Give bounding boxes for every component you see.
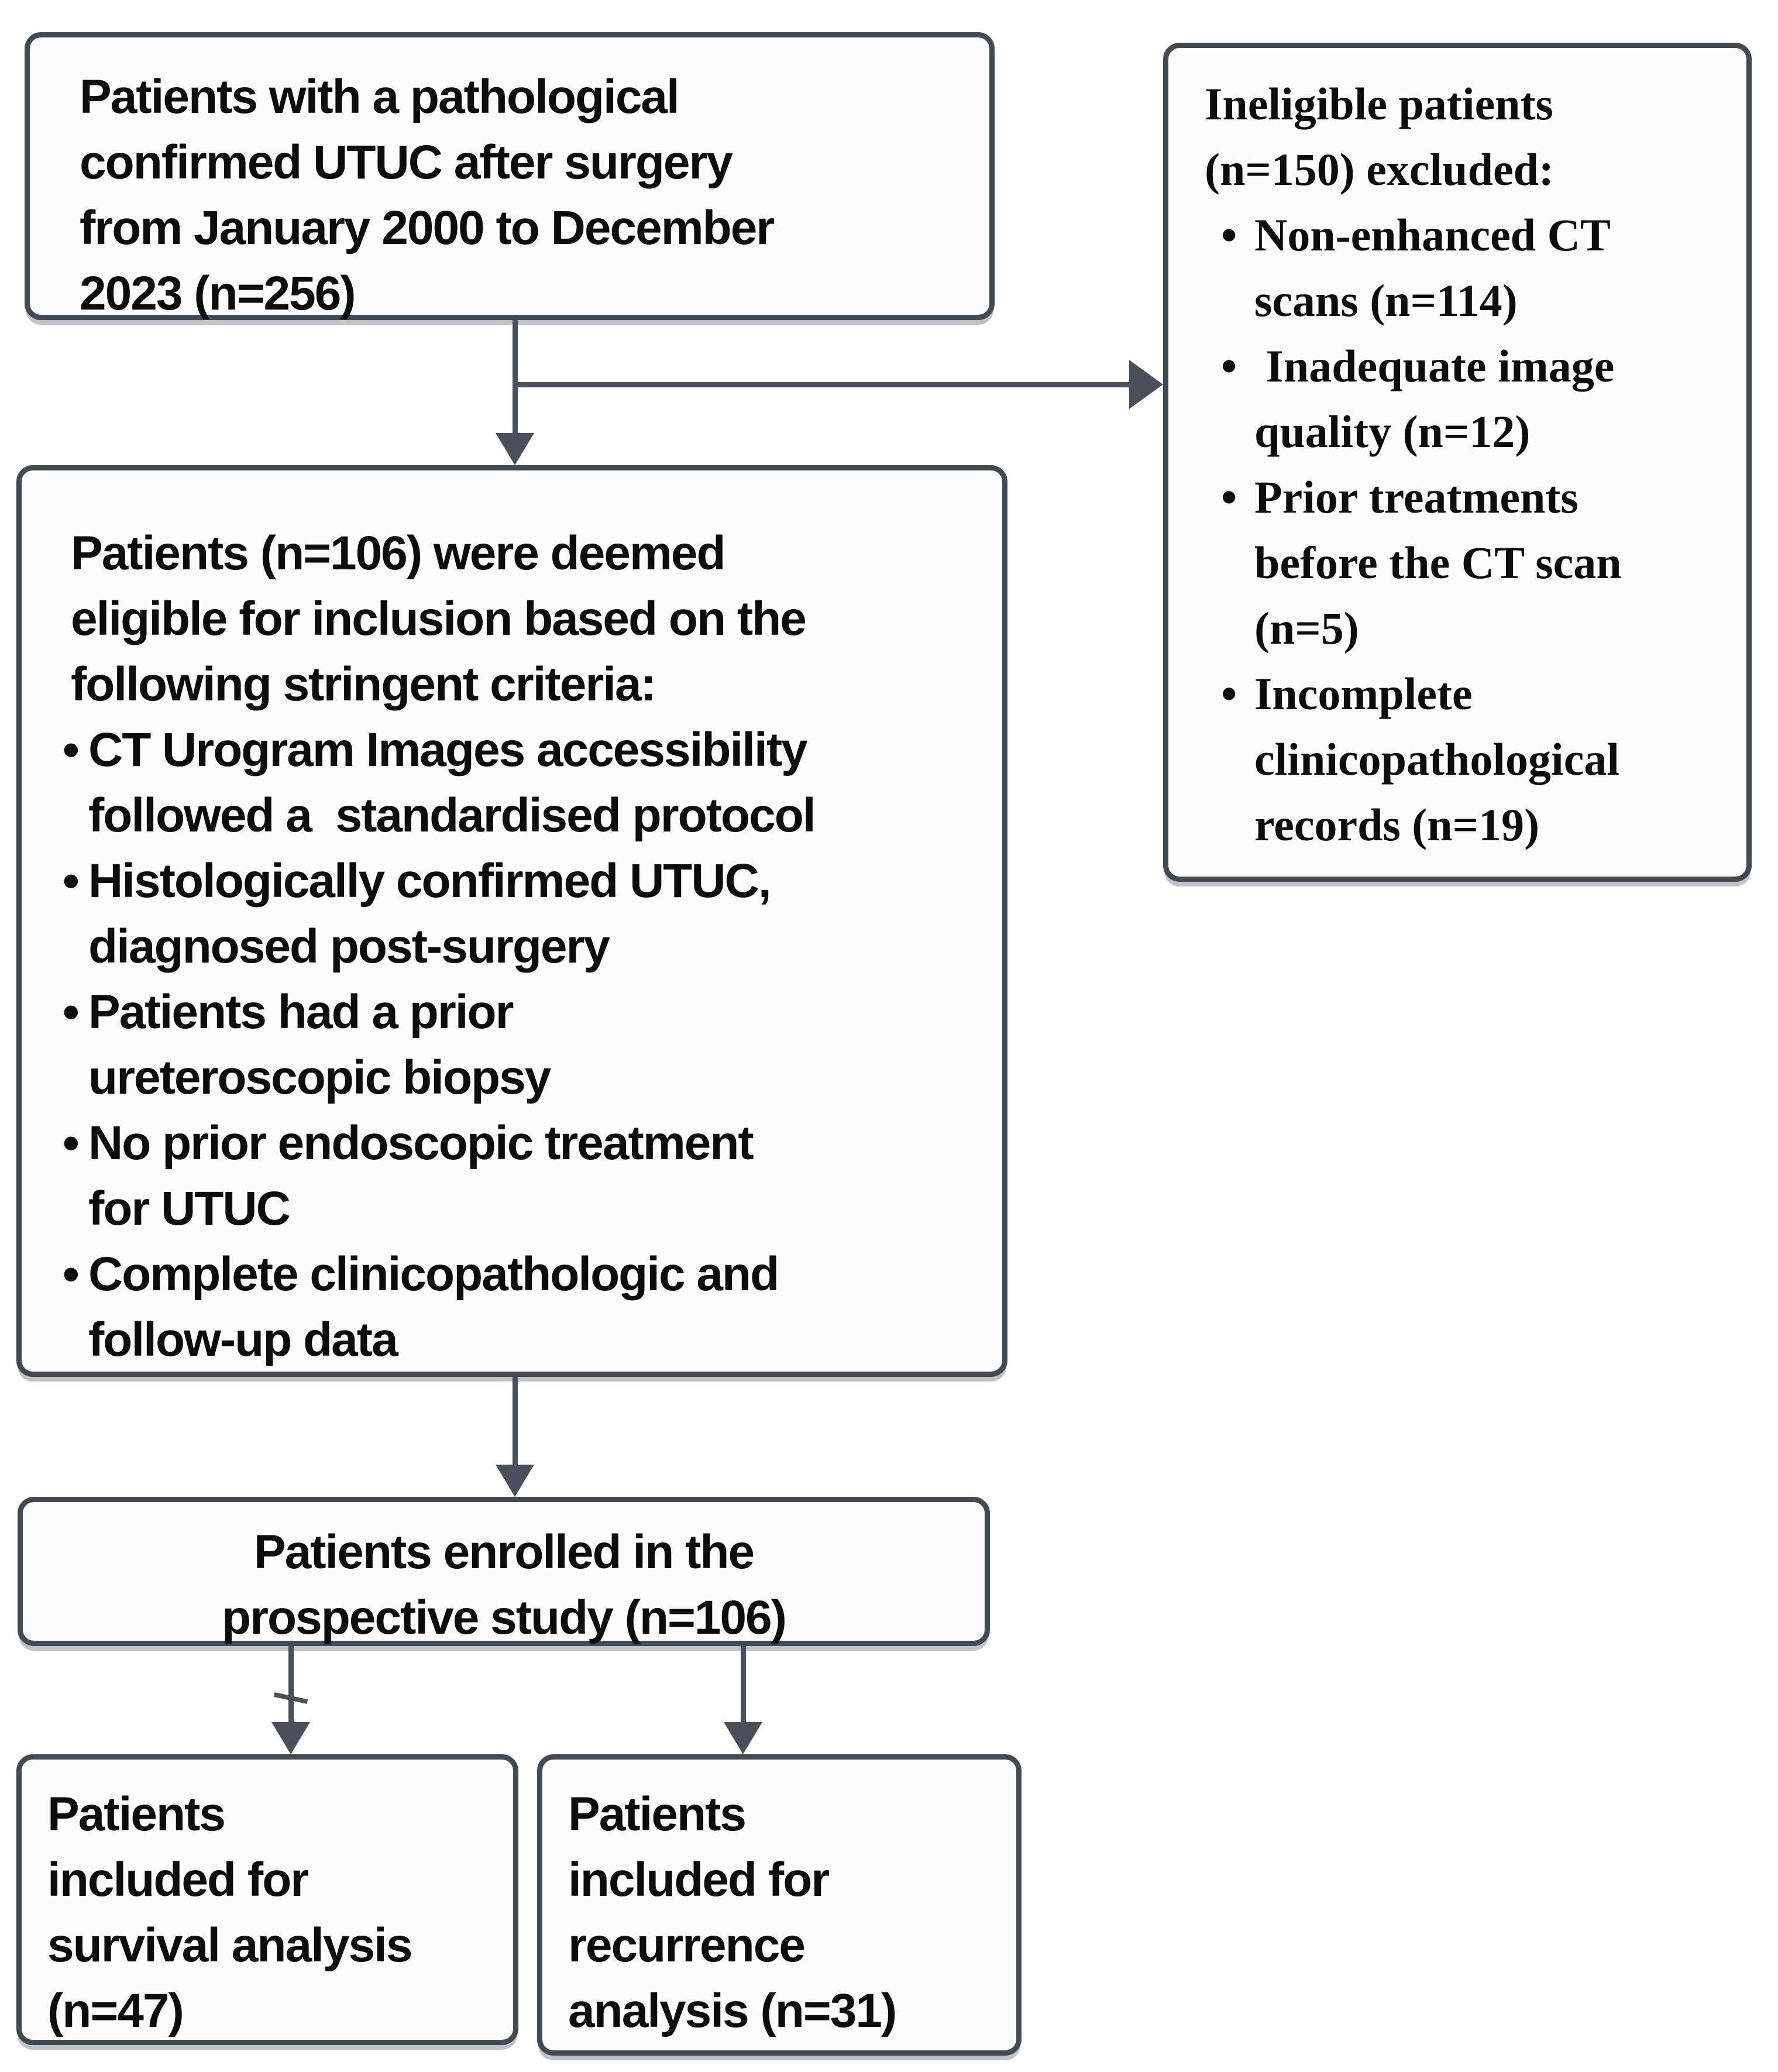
text-line: from January 2000 to December xyxy=(80,201,775,255)
bullet-text: Inadequate image xyxy=(1254,341,1615,391)
arrowhead-down-icon xyxy=(496,433,534,465)
continuation-line: followed a standardised protocol xyxy=(88,789,816,842)
text-line: eligible for inclusion based on the xyxy=(71,592,807,645)
bullet-text: Histologically confirmed UTUC, xyxy=(88,854,772,908)
continuation-line: (n=5) xyxy=(1254,603,1359,654)
continuation-line: quality (n=12) xyxy=(1254,406,1531,457)
bullet-text: Complete clinicopathologic and xyxy=(88,1248,779,1301)
bullet-text: Patients had a prior xyxy=(88,985,514,1039)
continuation-line: clinicopathological xyxy=(1254,734,1619,785)
arrowhead-right-icon xyxy=(1129,360,1163,409)
line-segment xyxy=(513,1377,518,1468)
bullet-icon: • xyxy=(63,985,80,1039)
bullet-icon: • xyxy=(1221,472,1237,523)
bullet-line: • Incomplete xyxy=(1221,661,1729,727)
line-segment xyxy=(288,1646,294,1728)
box-survival-analysis: Patients included for survival analysis (n=… xyxy=(16,1754,518,2045)
bullet-text: Prior treatments xyxy=(1254,472,1578,523)
line-segment xyxy=(741,1646,746,1728)
arrowhead-down-icon xyxy=(496,1465,534,1497)
bullet-line: •Patients had a prior xyxy=(63,980,985,1045)
box-enrolled-text: Patients enrolled in the prospective stud… xyxy=(23,1502,985,1644)
text-line: following stringent criteria: xyxy=(71,658,656,711)
text-line: Patients enrolled in the xyxy=(253,1525,755,1579)
box-recurrence-analysis-text: Patients included for recurrence analysis (… xyxy=(542,1760,1016,2050)
text-line: Patients xyxy=(568,1788,747,1841)
bullet-line: • Non-enhanced CT xyxy=(1221,202,1729,268)
text-line: (n=47) xyxy=(47,1984,184,2037)
text-line: confirmed UTUC after surgery xyxy=(80,136,733,189)
line-segment xyxy=(513,320,518,437)
box-excluded-patients-text: Ineligible patients (n=150) excluded: • Non… xyxy=(1168,48,1746,877)
text-line: recurrence xyxy=(568,1919,806,1972)
bullet-line: •CT Urogram Images accessibility xyxy=(63,717,985,783)
arrowhead-down-icon xyxy=(724,1722,762,1754)
arrowhead-down-icon xyxy=(271,1722,310,1754)
box-survival-analysis-text: Patients included for survival analysis (n=… xyxy=(22,1760,513,2040)
text-line: 2023 (n=256) xyxy=(80,267,356,320)
bullet-icon: • xyxy=(63,1248,80,1301)
box-eligible-criteria: Patients (n=106) were deemed eligible for… xyxy=(16,465,1007,1377)
bullet-text: Non-enhanced CT xyxy=(1254,209,1611,260)
bullet-line: • Prior treatments xyxy=(1221,465,1729,530)
text-line: Ineligible patients xyxy=(1205,78,1553,129)
text-line: included for xyxy=(47,1853,309,1906)
bullet-icon: • xyxy=(63,723,80,776)
continuation-line: records (n=19) xyxy=(1254,799,1540,850)
bullet-icon: • xyxy=(1221,209,1237,260)
bullet-icon: • xyxy=(1221,341,1237,391)
text-line: included for xyxy=(568,1853,830,1906)
bullet-line: • Inadequate image xyxy=(1221,334,1729,399)
continuation-line: scans (n=114) xyxy=(1254,275,1518,326)
box-excluded-patients: Ineligible patients (n=150) excluded: • Non… xyxy=(1163,43,1752,882)
continuation-line: ureteroscopic biopsy xyxy=(88,1051,551,1104)
text-line: Patients with a pathological xyxy=(80,70,680,123)
text-line: Patients xyxy=(47,1788,226,1841)
text-line: (n=150) excluded: xyxy=(1205,144,1554,195)
bullet-text: No prior endoscopic treatment xyxy=(88,1116,754,1170)
bullet-text: CT Urogram Images accessibility xyxy=(88,723,808,776)
continuation-line: before the CT scan xyxy=(1254,537,1622,588)
bullet-line: •Histologically confirmed UTUC, xyxy=(63,848,985,914)
box-enrolled: Patients enrolled in the prospective stud… xyxy=(18,1497,990,1646)
box-recurrence-analysis: Patients included for recurrence analysis (… xyxy=(537,1754,1022,2056)
box-eligible-criteria-text: Patients (n=106) were deemed eligible for… xyxy=(22,470,1002,1372)
bullet-icon: • xyxy=(1221,668,1237,719)
line-segment xyxy=(513,382,1130,387)
bullet-line: •Complete clinicopathologic and xyxy=(63,1242,985,1307)
bullet-line: •No prior endoscopic treatment xyxy=(63,1111,985,1176)
text-line: prospective study (n=106) xyxy=(222,1591,787,1644)
continuation-line: for UTUC xyxy=(88,1182,291,1235)
box-initial-cohort: Patients with a pathological confirmed UT… xyxy=(25,32,995,320)
bullet-text: Incomplete xyxy=(1254,668,1473,719)
text-line: Patients (n=106) were deemed xyxy=(71,527,726,580)
text-line: analysis (n=31) xyxy=(568,1984,897,2037)
box-initial-cohort-text: Patients with a pathological confirmed UT… xyxy=(30,37,989,320)
continuation-line: follow-up data xyxy=(88,1313,398,1366)
bullet-icon: • xyxy=(63,1116,80,1170)
bullet-icon: • xyxy=(63,854,80,908)
continuation-line: diagnosed post-surgery xyxy=(88,920,610,973)
text-line: survival analysis xyxy=(47,1919,412,1972)
